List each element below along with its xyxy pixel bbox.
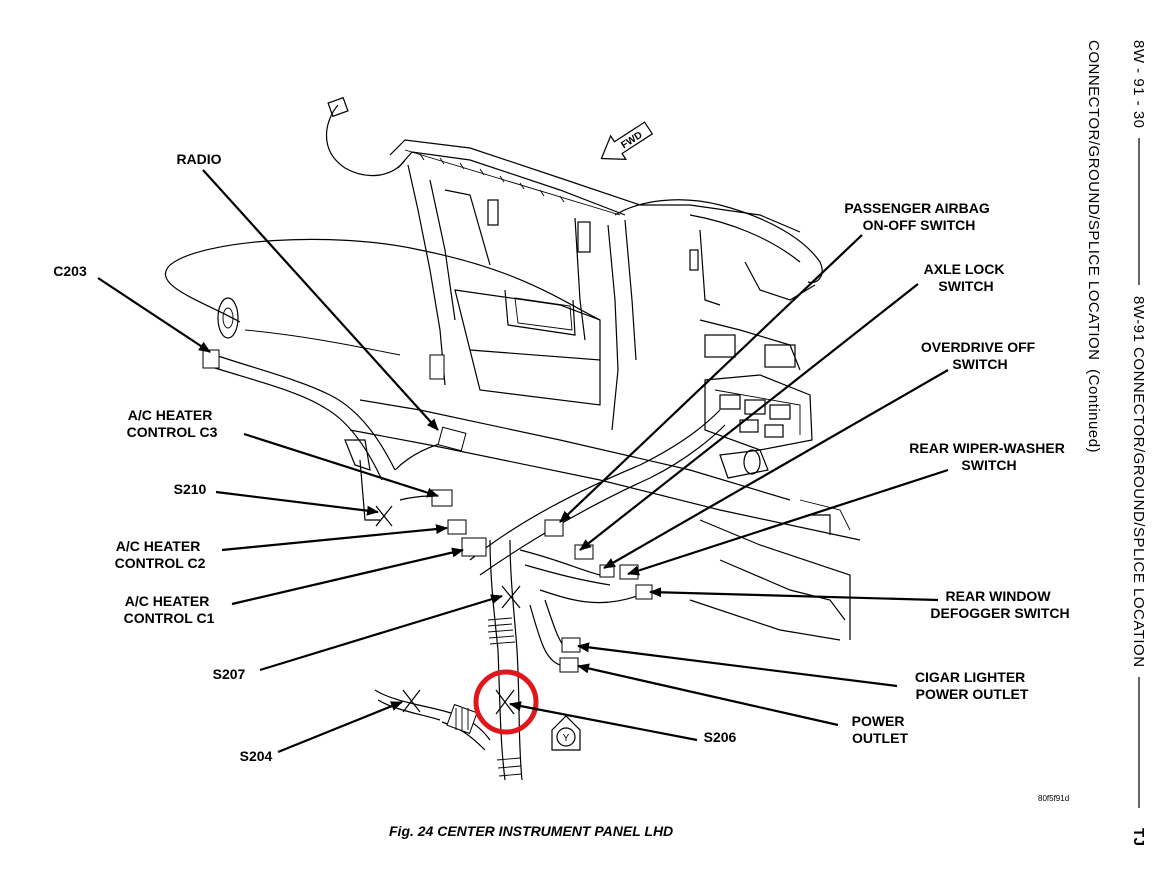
splice-s204-mark: [402, 689, 421, 713]
view-symbol: Y: [551, 715, 581, 751]
splice-s206-mark: [495, 689, 515, 715]
leader-lines: [97, 169, 949, 754]
label-ac-heater-c1: A/C HEATER CONTROL C1: [124, 593, 215, 626]
label-s206: S206: [704, 729, 737, 745]
fwd-label: FWD: [619, 130, 644, 152]
label-ac-heater-c2: A/C HEATER CONTROL C2: [115, 538, 206, 571]
splice-marks: [375, 505, 521, 715]
instrument-panel-drawing: [164, 96, 861, 721]
header-vehicle-code: TJ: [1130, 828, 1147, 847]
reference-code: 80f5f91d: [1038, 794, 1069, 803]
label-s210: S210: [174, 481, 207, 497]
label-ac-heater-c3: A/C HEATER CONTROL C3: [127, 407, 218, 440]
splice-s210-mark: [375, 505, 393, 527]
label-passenger-airbag: PASSENGER AIRBAG ON-OFF SWITCH: [844, 200, 993, 233]
highlight-circle: [473, 669, 539, 735]
view-symbol-label: Y: [563, 733, 570, 744]
header-continued: (Continued): [1085, 369, 1102, 453]
label-s207: S207: [213, 666, 246, 682]
header-page-number: 8W - 91 - 30: [1130, 40, 1147, 129]
label-cigar-lighter: CIGAR LIGHTER POWER OUTLET: [915, 669, 1029, 702]
callout-labels: RADIO C203 A/C HEATER CONTROL C3 S210 A/…: [53, 151, 1069, 764]
label-radio: RADIO: [176, 151, 221, 167]
header-section-title: 8W-91 CONNECTOR/GROUND/SPLICE LOCATION: [1130, 296, 1147, 668]
label-c203: C203: [53, 263, 87, 279]
label-power-outlet: POWER OUTLET: [852, 713, 909, 746]
label-s204: S204: [240, 748, 273, 764]
figure-caption: Fig. 24 CENTER INSTRUMENT PANEL LHD: [389, 823, 673, 839]
splice-s207-mark: [501, 585, 521, 609]
label-rear-window-defogger: REAR WINDOW DEFOGGER SWITCH: [930, 588, 1069, 621]
label-rear-wiper-washer: REAR WIPER-WASHER SWITCH: [909, 440, 1068, 473]
fwd-arrow: FWD: [600, 121, 654, 161]
wiring-harness: [202, 349, 726, 781]
side-header: 8W - 91 - 30 8W-91 CONNECTOR/GROUND/SPLI…: [1130, 40, 1147, 847]
label-overdrive-off: OVERDRIVE OFF SWITCH: [921, 339, 1039, 372]
header-subtitle: CONNECTOR/GROUND/SPLICE LOCATION (Contin…: [1085, 40, 1102, 453]
label-axle-lock: AXLE LOCK SWITCH: [924, 261, 1009, 294]
side-subheader: CONNECTOR/GROUND/SPLICE LOCATION (Contin…: [1085, 40, 1102, 453]
